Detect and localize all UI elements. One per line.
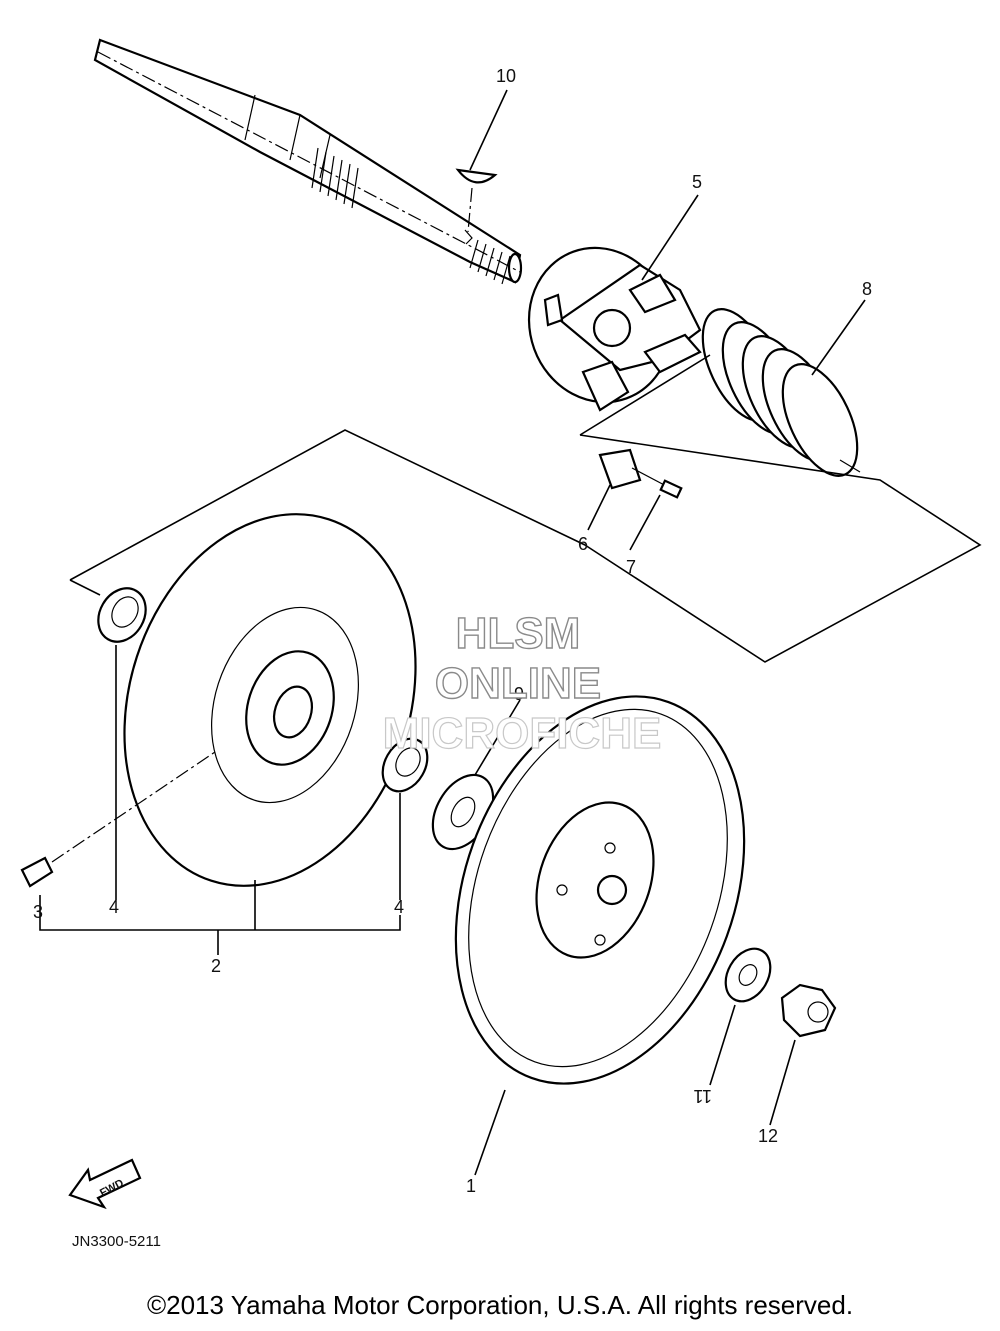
compression-spring — [701, 308, 861, 477]
copyright-notice: ©2013 Yamaha Motor Corporation, U.S.A. A… — [146, 1290, 854, 1320]
callout-11: 11 — [693, 1086, 712, 1106]
callout-10: 10 — [496, 66, 516, 86]
watermark-line-2: ONLINE — [435, 659, 601, 708]
washer-11 — [724, 947, 772, 1003]
fixed-sheave — [454, 695, 746, 1085]
oil-seal-left — [97, 587, 147, 643]
secondary-shaft — [93, 38, 523, 285]
woodruff-key — [455, 168, 498, 233]
forward-arrow-icon: FWD — [68, 1158, 142, 1210]
drawing-code: JN3300-5211 — [72, 1233, 161, 1250]
callout-4-right: 4 — [394, 897, 404, 917]
callout-4-left: 4 — [109, 897, 119, 917]
sliding-sheave — [123, 513, 417, 887]
clutch-carrier — [527, 246, 702, 412]
callout-9: 9 — [514, 684, 524, 704]
leader-lines — [39, 89, 866, 1176]
nut-12 — [780, 983, 837, 1038]
watermark-line-1: HLSM — [456, 609, 581, 658]
slider-and-screw — [598, 448, 683, 499]
callout-3: 3 — [33, 902, 43, 922]
callout-5: 5 — [692, 172, 702, 192]
callout-7: 7 — [626, 557, 636, 577]
oil-seal-right — [381, 737, 429, 793]
grease-nipple — [20, 751, 216, 888]
callout-6: 6 — [578, 534, 588, 554]
assembly-outline — [69, 354, 982, 663]
callout-1: 1 — [466, 1176, 476, 1196]
callout-2: 2 — [211, 956, 221, 976]
callout-8: 8 — [862, 279, 872, 299]
callout-12: 12 — [758, 1126, 778, 1146]
watermark-line-3: MICROFICHE — [383, 709, 662, 758]
